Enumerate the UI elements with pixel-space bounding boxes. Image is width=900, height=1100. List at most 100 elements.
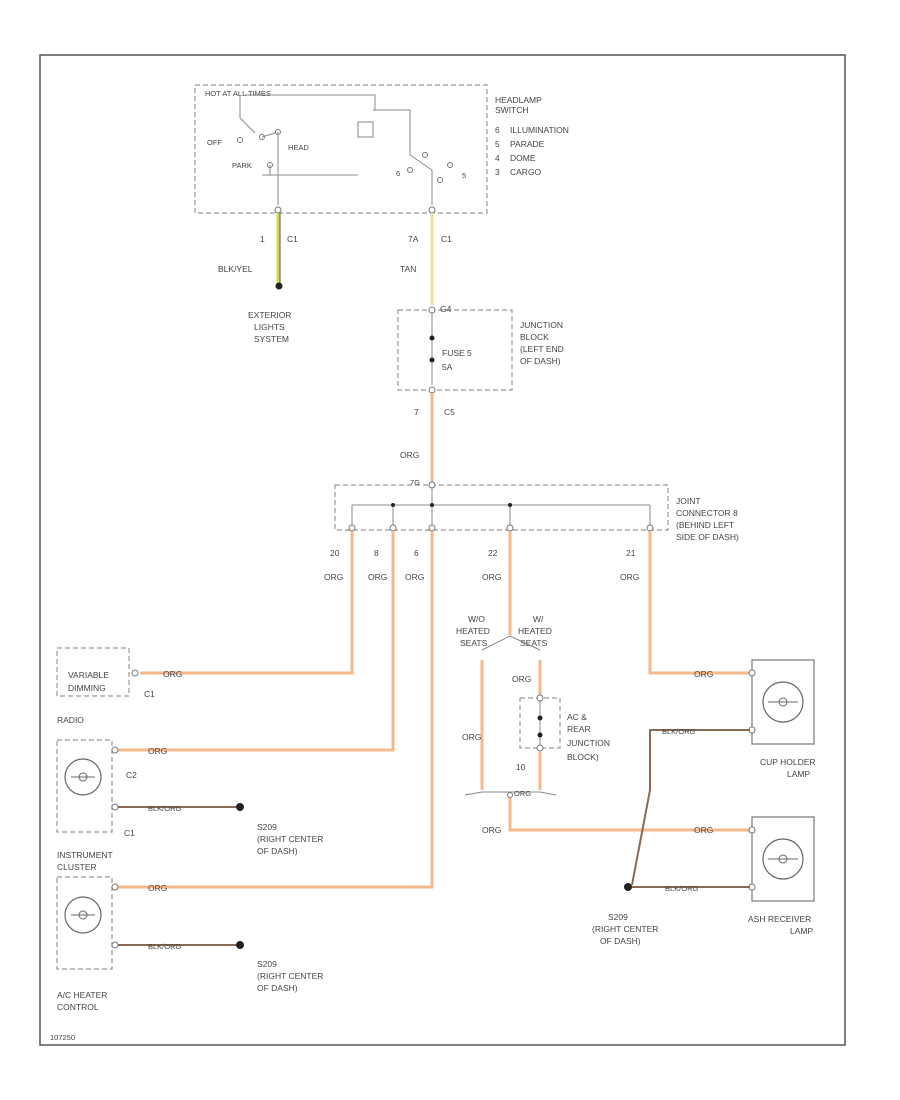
headlamp-switch-name-2: SWITCH — [495, 105, 529, 115]
heated-seats-wo-1: W/O — [468, 614, 485, 624]
switch-position-num-5: 5 — [495, 139, 500, 149]
ground-dot-ac — [236, 941, 244, 949]
variable-dimming-label-1: VARIABLE — [68, 670, 109, 680]
ground-s209-ac-1: S209 — [257, 959, 277, 969]
ac-heater-box — [56, 876, 113, 970]
radio-box — [56, 739, 113, 833]
wire-org-label-wo: ORG — [462, 732, 481, 742]
radio-lamp-icon — [64, 758, 102, 796]
switch-position-cargo: CARGO — [510, 167, 542, 177]
wire-org-instrument — [118, 531, 434, 889]
ground-s209-ac-3: OF DASH) — [257, 983, 298, 993]
ground-s209-radio-2: (RIGHT CENTER — [257, 834, 323, 844]
junction-pin-g4: G4 — [440, 304, 452, 314]
ac-rear-label-2: REAR — [567, 724, 591, 734]
joint-pin-21: 21 — [626, 548, 636, 558]
variable-dimming-box — [56, 647, 130, 697]
wire-blk-org-label-ac: BLK/ORG — [148, 942, 182, 951]
joint-label-4: SIDE OF DASH) — [676, 532, 739, 542]
switch-off-label: OFF — [207, 138, 222, 147]
radio-conn-c1: C1 — [124, 828, 135, 838]
wire-blk-org-label-cup: BLK/ORG — [662, 727, 696, 736]
wire-org-label-ash-left: ORG — [482, 825, 501, 835]
wire-org-cup-holder — [648, 531, 750, 675]
ac-rear-pin-10: 10 — [516, 762, 526, 772]
wire-org-label-cup: ORG — [694, 669, 713, 679]
wire-org-label-20: ORG — [324, 572, 343, 582]
wire-org-label-8: ORG — [368, 572, 387, 582]
merge-org-label: ORG — [514, 789, 531, 798]
switch-pos-num-5: 5 — [462, 171, 466, 180]
wire-tan-label: TAN — [400, 264, 416, 274]
instrument-cluster-label-1: INSTRUMENT — [57, 850, 113, 860]
radio-conn-c2: C2 — [126, 770, 137, 780]
heated-seats-w-1: W/ — [533, 614, 544, 624]
ac-rear-label-3: JUNCTION — [567, 738, 610, 748]
junction-label-4: OF DASH) — [520, 356, 561, 366]
junction-label-2: BLOCK — [520, 332, 549, 342]
ground-dot-radio — [236, 803, 244, 811]
exterior-label-3: SYSTEM — [254, 334, 289, 344]
heated-seats-w-3: SEATS — [520, 638, 548, 648]
ash-receiver-box — [751, 816, 815, 902]
ac-rear-label-4: BLOCK) — [567, 752, 599, 762]
wire-blk-org-cup — [631, 729, 750, 886]
ac-rear-label-1: AC & — [567, 712, 587, 722]
ash-receiver-label-1: ASH RECEIVER — [748, 914, 811, 924]
wire-org-label-instrument: ORG — [148, 883, 167, 893]
headlamp-switch: HOT AT ALL TIMES OFF PARK HEAD 6 5 — [194, 84, 488, 214]
exterior-label-2: LIGHTS — [254, 322, 285, 332]
heated-seats-wo-3: SEATS — [460, 638, 488, 648]
diagram-id-label: 107250 — [50, 1033, 75, 1042]
exterior-label-1: EXTERIOR — [248, 310, 291, 320]
wire-org-label-vd: ORG — [163, 669, 182, 679]
hot-at-all-times-label: HOT AT ALL TIMES — [205, 89, 271, 98]
joint-pin-22: 22 — [488, 548, 498, 558]
diagram-frame — [39, 54, 846, 1046]
joint-pin-20: 20 — [330, 548, 340, 558]
heated-seats-w-2: HEATED — [518, 626, 552, 636]
joint-pin-6: 6 — [414, 548, 419, 558]
wire-org-ash-receiver — [508, 798, 750, 832]
joint-label-1: JOINT — [676, 496, 701, 506]
switch-pos-num-6: 6 — [396, 169, 400, 178]
ground-s209-ash-3: OF DASH) — [600, 936, 641, 946]
switch-position-num-3: 3 — [495, 167, 500, 177]
ground-dot-ash — [624, 883, 632, 891]
wire-org-label-radio: ORG — [148, 746, 167, 756]
variable-dimming-conn: C1 — [144, 689, 155, 699]
wire-org-radio — [118, 531, 395, 752]
junction-conn-c5: C5 — [444, 407, 455, 417]
cup-holder-label-1: CUP HOLDER — [760, 757, 816, 767]
heated-seats-wo-2: HEATED — [456, 626, 490, 636]
wire-blk-org-label-ash: BLK/ORG — [665, 884, 699, 893]
pin-right-7a: 7A — [408, 234, 419, 244]
junction-label-1: JUNCTION — [520, 320, 563, 330]
fuse-5-label: FUSE 5 — [442, 348, 472, 358]
ac-heater-lamp-icon — [64, 896, 102, 934]
switch-position-illumination: ILLUMINATION — [510, 125, 569, 135]
wire-org-main-label: ORG — [400, 450, 419, 460]
wire-org-label-6: ORG — [405, 572, 424, 582]
wire-blk-org-label-radio: BLK/ORG — [148, 804, 182, 813]
switch-position-dome: DOME — [510, 153, 536, 163]
joint-label-3: (BEHIND LEFT — [676, 520, 734, 530]
joint-label-2: CONNECTOR 8 — [676, 508, 738, 518]
wire-blk-yel-label: BLK/YEL — [218, 264, 253, 274]
conn-right-c1: C1 — [441, 234, 452, 244]
ac-heater-label-1: A/C HEATER — [57, 990, 107, 1000]
ground-s209-radio-1: S209 — [257, 822, 277, 832]
radio-label: RADIO — [57, 715, 84, 725]
ground-s209-radio-3: OF DASH) — [257, 846, 298, 856]
cup-holder-label-2: LAMP — [787, 769, 810, 779]
wire-org-label-w: ORG — [512, 674, 531, 684]
joint-top-pin: 7G — [410, 478, 420, 487]
switch-head-label: HEAD — [288, 143, 309, 152]
switch-position-num-6: 6 — [495, 125, 500, 135]
exterior-connector-dot — [275, 282, 283, 290]
junction-block — [397, 306, 513, 394]
ash-receiver-lamp-icon — [762, 838, 804, 880]
ground-s209-ac-2: (RIGHT CENTER — [257, 971, 323, 981]
ac-heater-label-2: CONTROL — [57, 1002, 99, 1012]
